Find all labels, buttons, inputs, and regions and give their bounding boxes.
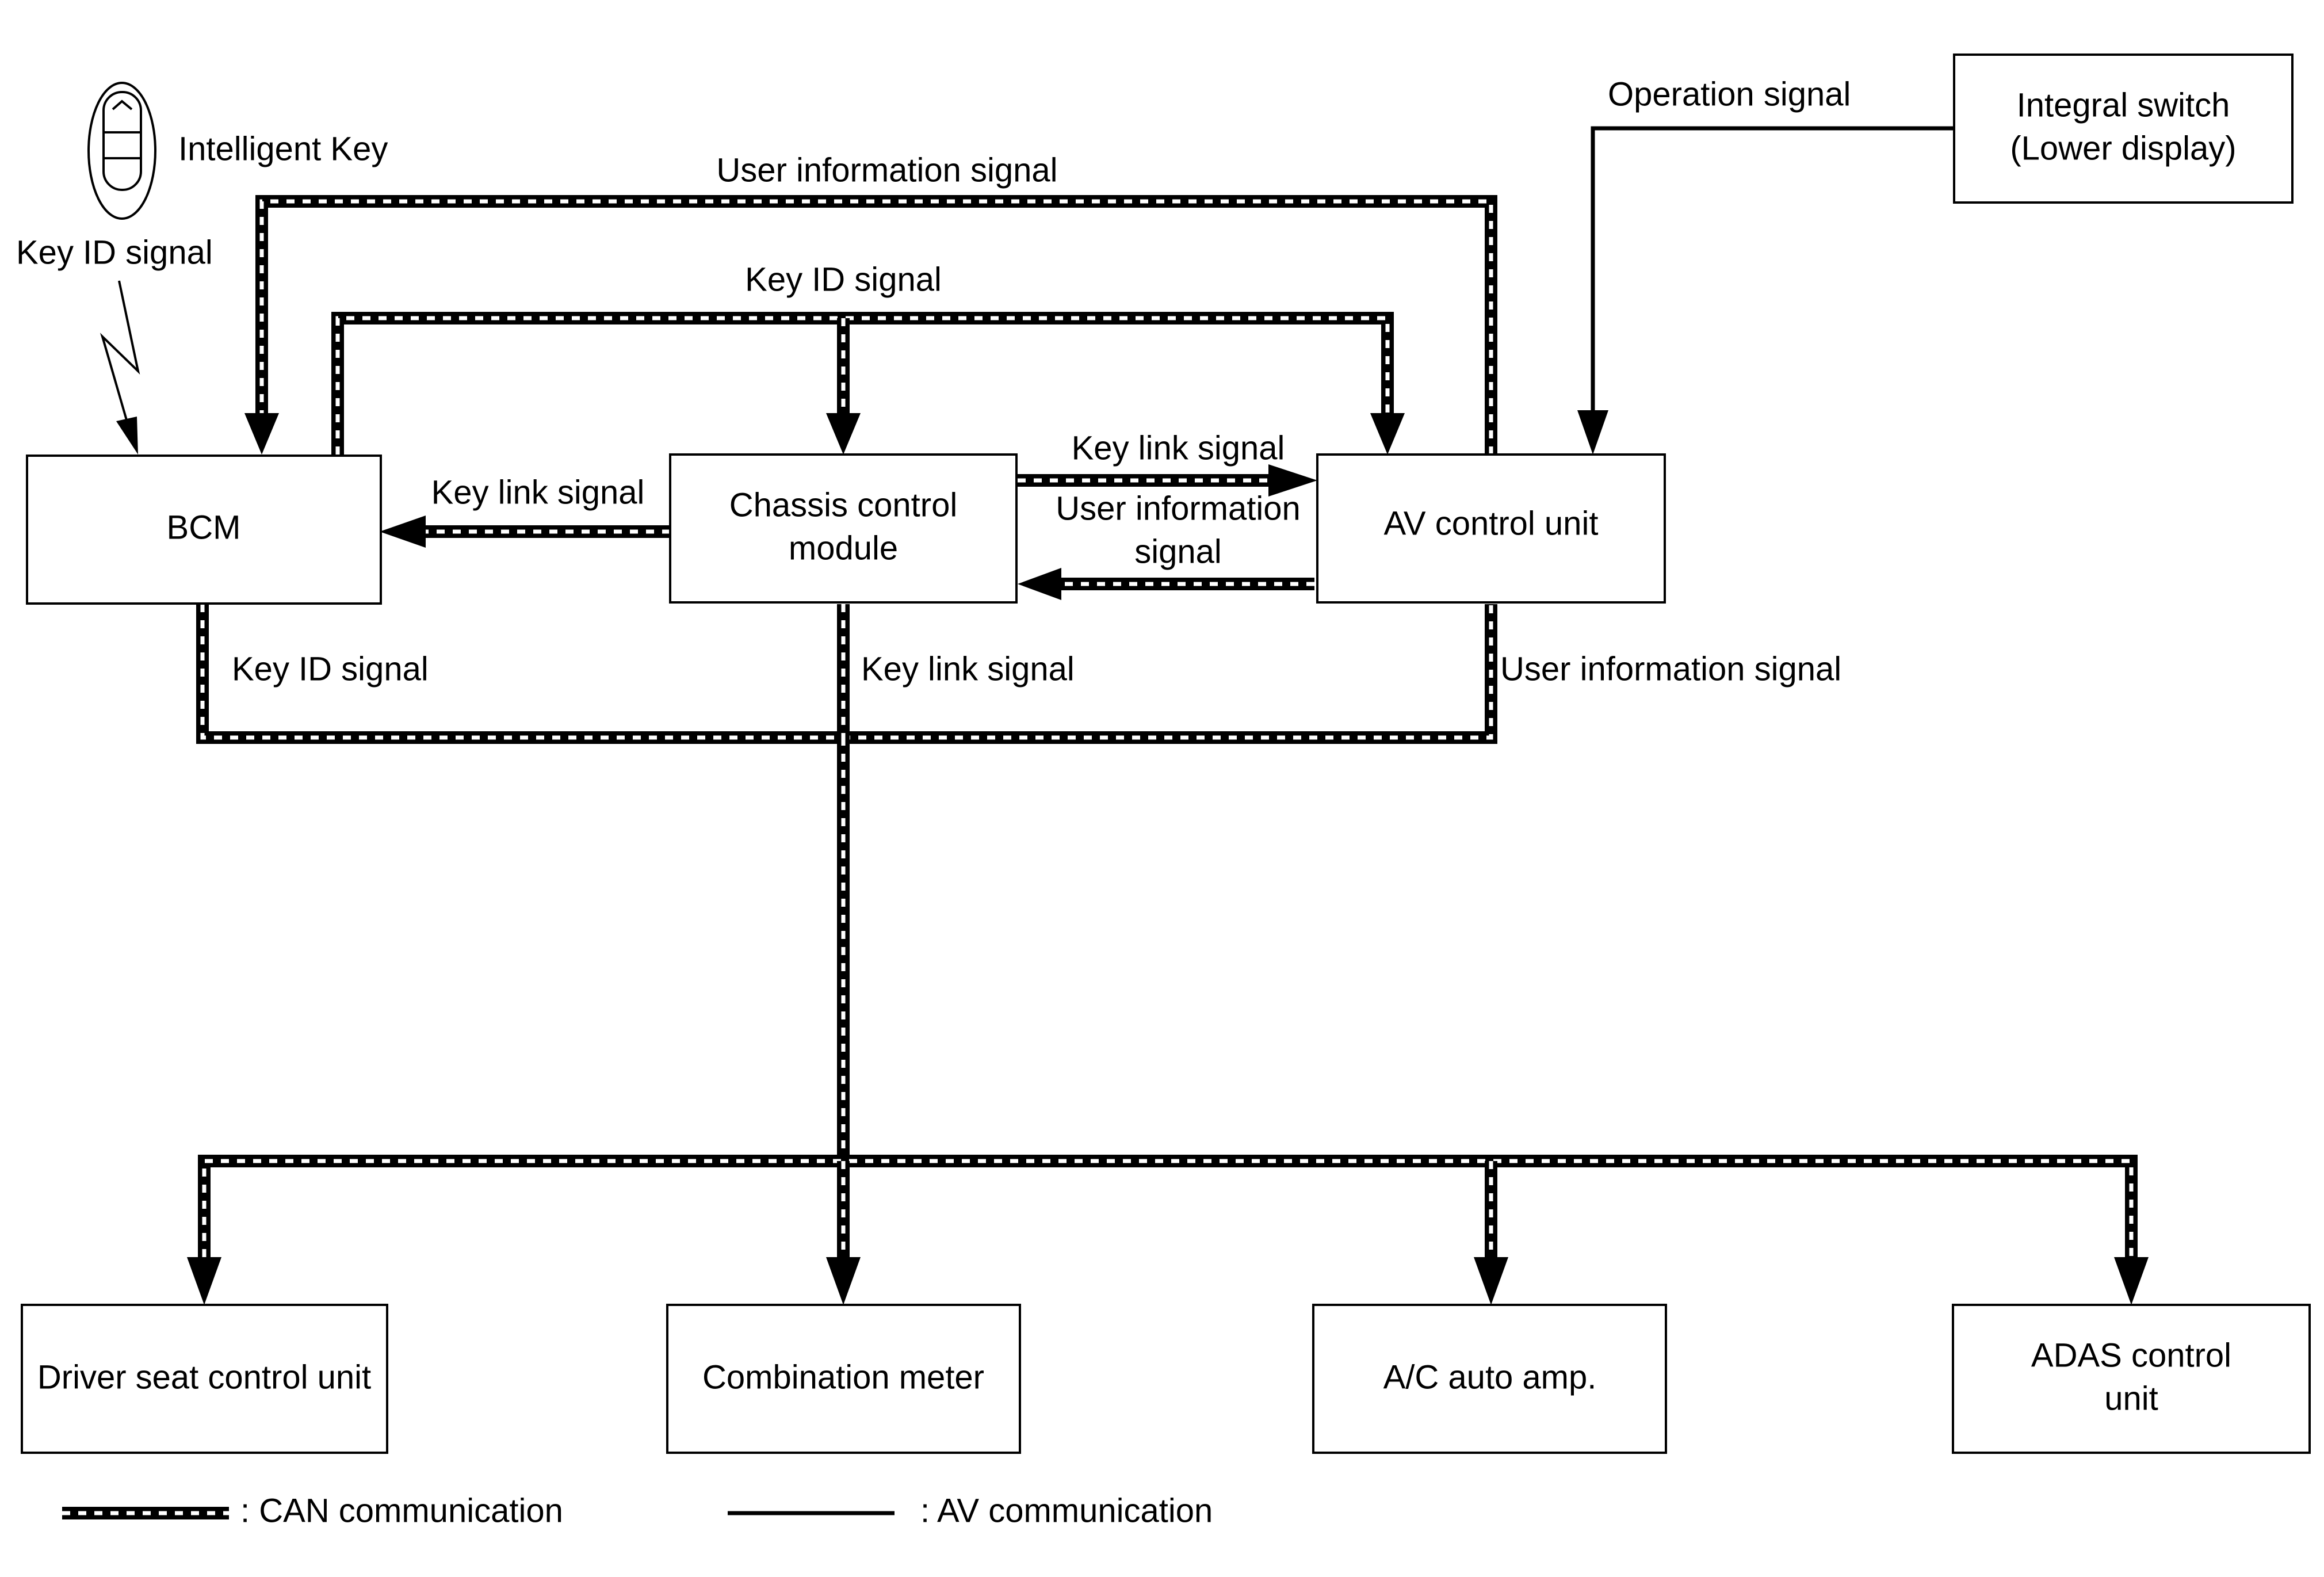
arrow-to-driver-seat — [187, 1257, 221, 1305]
user-info-mid-label-line1: User information — [1056, 490, 1300, 527]
arrow-to-bcm-wireless — [116, 417, 138, 455]
can-distribution-line — [198, 1155, 2138, 1257]
av-operation-line — [1591, 126, 1954, 411]
bcm-label: BCM — [167, 509, 241, 546]
adas-label-line1: ADAS control — [2031, 1337, 2231, 1374]
arrowheads — [116, 410, 2149, 1305]
arrow-to-av-operation — [1577, 410, 1608, 455]
can-user-info-top-line — [255, 195, 1497, 455]
arrow-to-av-key-link — [1268, 464, 1317, 497]
adas-control-unit-box: ADAS control unit — [1952, 1304, 2311, 1454]
chassis-control-module-box: Chassis control module — [669, 453, 1018, 604]
wireless-key-id-zigzag — [100, 280, 140, 421]
legend-av-label: : AV communication — [920, 1492, 1213, 1529]
arrow-to-bcm-key-link — [380, 516, 426, 548]
can-bus-lines — [196, 195, 2138, 1257]
legend-can-label: : CAN communication — [240, 1492, 563, 1529]
chassis-label-line1: Chassis control — [729, 486, 957, 524]
intelligent-key-icon — [87, 82, 156, 220]
arrow-to-combination-meter — [826, 1257, 861, 1305]
arrow-to-av-key-id — [1370, 413, 1405, 455]
combination-meter-box: Combination meter — [666, 1304, 1021, 1454]
key-link-to-bcm-label: Key link signal — [431, 474, 645, 511]
driver-seat-label: Driver seat control unit — [37, 1358, 371, 1396]
user-info-top-label: User information signal — [716, 151, 1057, 189]
ac-amp-label: A/C auto amp. — [1383, 1358, 1597, 1396]
bcm-box: BCM — [26, 455, 382, 605]
intelligent-key-label: Intelligent Key — [178, 130, 388, 167]
integral-label-line1: Integral switch — [2017, 86, 2230, 124]
user-info-bottom-label: User information signal — [1500, 650, 1841, 688]
key-id-wireless-label: Key ID signal — [16, 234, 213, 271]
arrow-to-ac-amp — [1474, 1257, 1508, 1305]
arrow-to-chassis-user-info — [1018, 568, 1061, 600]
arrow-to-adas — [2114, 1257, 2149, 1305]
signal-labels: Intelligent Key Key ID signal Operation … — [16, 75, 1851, 688]
key-id-top-label: Key ID signal — [745, 261, 942, 298]
adas-label-line2: unit — [2104, 1380, 2158, 1417]
driver-seat-control-unit-box: Driver seat control unit — [21, 1304, 388, 1454]
arrow-to-chassis-key-id — [826, 413, 861, 455]
key-id-bottom-label: Key ID signal — [232, 650, 429, 688]
arrow-to-bcm-user-info — [244, 413, 279, 455]
key-link-to-av-label: Key link signal — [1072, 429, 1285, 467]
operation-signal-label: Operation signal — [1608, 75, 1851, 113]
integral-label-line2: (Lower display) — [2010, 129, 2236, 167]
av-control-unit-box: AV control unit — [1316, 453, 1666, 604]
chassis-label-line2: module — [789, 529, 898, 567]
key-link-bottom-label: Key link signal — [861, 650, 1075, 688]
ac-auto-amp-box: A/C auto amp. — [1312, 1304, 1667, 1454]
av-unit-label: AV control unit — [1384, 505, 1599, 542]
legend: : CAN communication : AV communication — [62, 1492, 1213, 1529]
combination-meter-label: Combination meter — [702, 1358, 984, 1396]
integral-switch-box: Integral switch (Lower display) — [1953, 54, 2294, 204]
user-info-mid-label-line2: signal — [1134, 533, 1222, 570]
